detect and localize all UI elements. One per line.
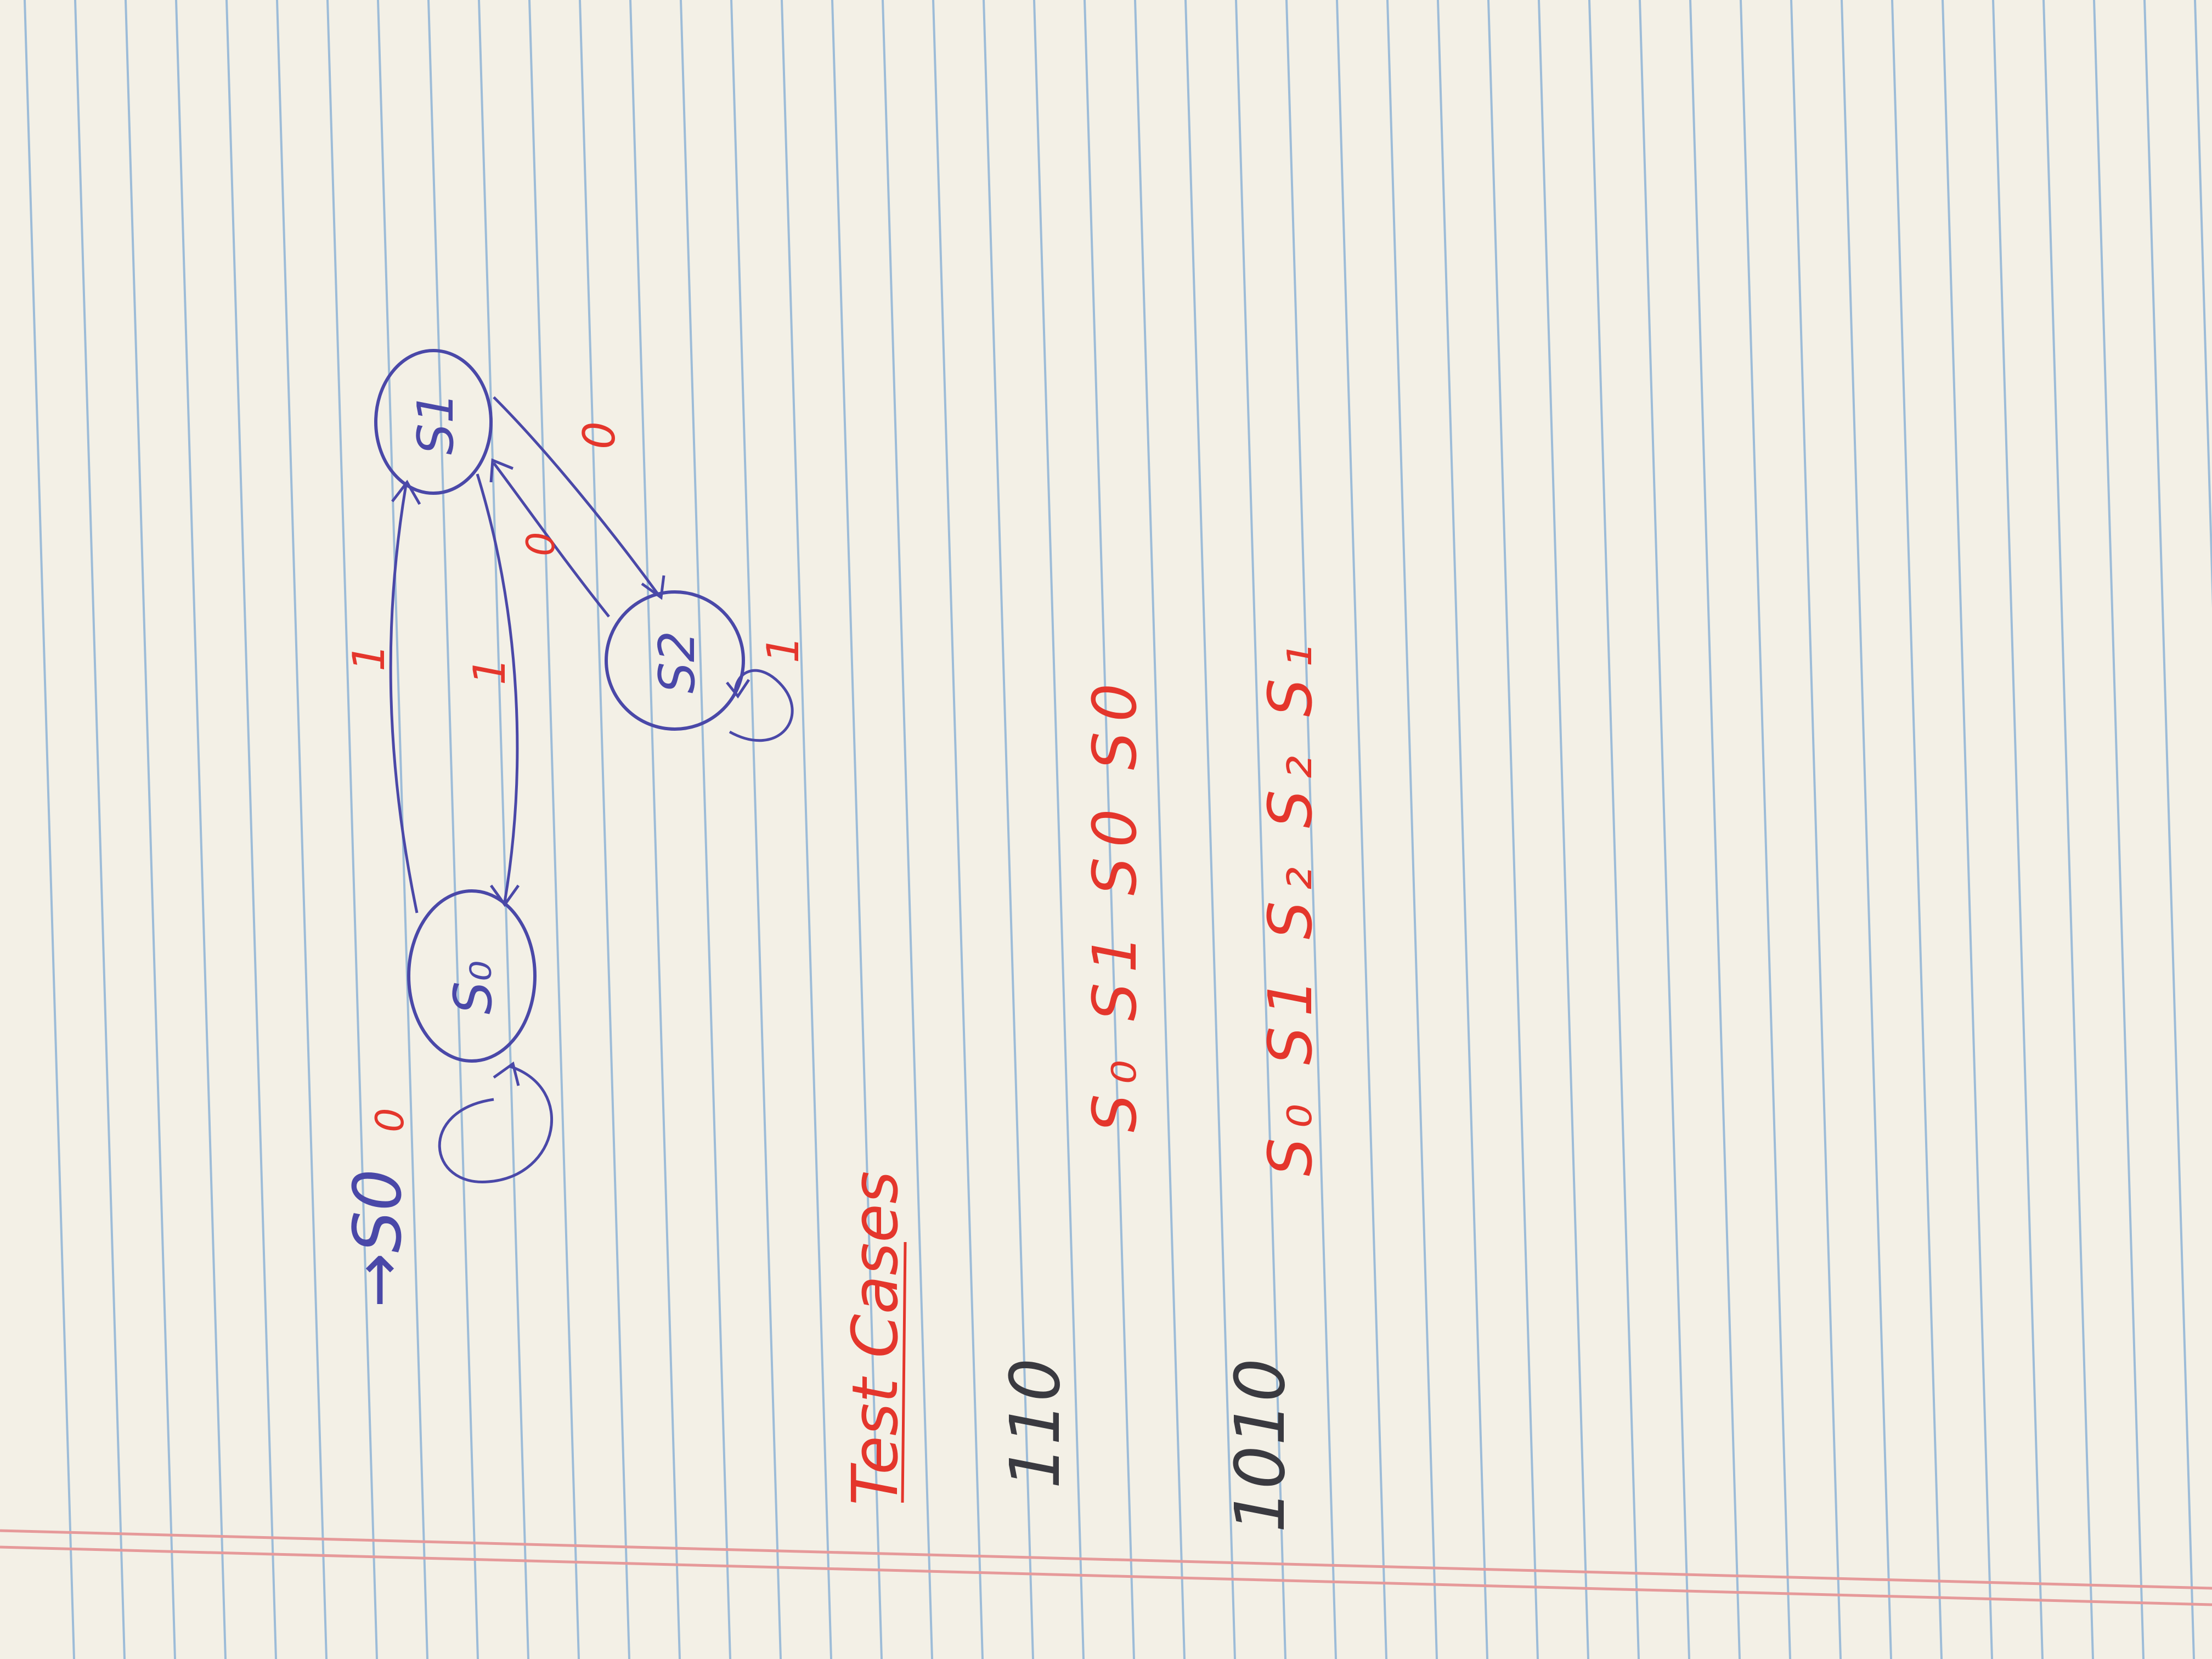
arrowhead-s2-s1	[489, 458, 514, 483]
test-case-1-trace: S₀ S1 S0 S0	[1080, 674, 1150, 1132]
ruled-line	[175, 0, 227, 1659]
ruled-line	[1639, 0, 1690, 1659]
ruled-line	[24, 0, 75, 1659]
ruled-line	[2093, 0, 2145, 1659]
test-case-2-trace: S₀ S1 S₂ S₂ S₁	[1255, 635, 1325, 1176]
state-s0-label: S₀	[443, 961, 504, 1014]
ruled-line	[478, 0, 529, 1659]
ruled-line	[1790, 0, 1842, 1659]
test-case-2-input: 1010	[1221, 1358, 1300, 1533]
state-s1-label: S1	[407, 392, 465, 455]
transition-s0-to-s1	[389, 484, 419, 913]
state-s2-label: S2	[648, 631, 706, 693]
transition-s2-self-loop	[729, 669, 794, 742]
label-s2-s1: 0	[518, 532, 563, 556]
test-case-1-input: 110	[996, 1358, 1075, 1489]
transition-s0-self-loop	[438, 1065, 554, 1183]
test-cases-heading: Test Cases	[839, 1171, 912, 1505]
ruled-line	[1184, 0, 1236, 1659]
ruled-line	[125, 0, 176, 1659]
ruled-line	[1285, 0, 1337, 1659]
ruled-line	[680, 0, 731, 1659]
ruled-line	[781, 0, 832, 1659]
ruled-line	[276, 0, 328, 1659]
transition-s1-to-s2	[493, 396, 660, 596]
ruled-line	[1033, 0, 1085, 1659]
ruled-line	[1437, 0, 1488, 1659]
ruled-line	[1942, 0, 1993, 1659]
label-s0-self: 0	[368, 1108, 413, 1132]
label-s1-s0: 1	[464, 657, 515, 685]
arrowhead-s0-self	[493, 1061, 520, 1086]
arrowhead-s1-s2	[641, 575, 665, 600]
transition-s1-to-s0	[476, 473, 519, 902]
ruled-line	[831, 0, 883, 1659]
margin-line	[0, 1529, 2212, 1590]
arrowhead-s0-s1	[391, 479, 421, 505]
state-s1: S1	[374, 349, 493, 495]
ruled-line	[2143, 0, 2195, 1659]
state-s2: S2	[605, 590, 745, 731]
state-s2-circle	[605, 590, 745, 731]
ruled-line	[932, 0, 984, 1659]
ruled-line	[427, 0, 479, 1659]
ruled-line	[882, 0, 933, 1659]
state-s1-circle	[374, 349, 493, 495]
ruled-line	[983, 0, 1034, 1659]
ruled-line	[1487, 0, 1539, 1659]
ruled-line	[1588, 0, 1640, 1659]
start-state-marker: →S0	[340, 1169, 416, 1308]
arrowhead-s2-self	[726, 679, 751, 699]
ruled-line	[1740, 0, 1791, 1659]
arrowhead-s1-s0	[489, 884, 520, 907]
ruled-line	[1841, 0, 1892, 1659]
label-s1-s2: 0	[574, 421, 625, 449]
ruled-line	[1689, 0, 1741, 1659]
transition-s2-to-s1	[492, 462, 610, 618]
ruled-line	[2194, 0, 2212, 608]
ruled-line	[579, 0, 630, 1659]
ruled-line	[730, 0, 782, 1659]
state-s0: S₀	[407, 889, 537, 1063]
ruled-line	[528, 0, 580, 1659]
label-s2-self: 1	[758, 635, 809, 663]
ruled-line	[2042, 0, 2094, 1659]
ruled-line	[1891, 0, 1943, 1659]
ruled-line	[1336, 0, 1387, 1659]
ruled-line	[1538, 0, 1589, 1659]
heading-underline	[901, 1242, 907, 1503]
ruled-line	[74, 0, 126, 1659]
ruled-line	[629, 0, 681, 1659]
ruled-line	[1235, 0, 1286, 1659]
ruled-line	[1992, 0, 2044, 1659]
ruled-line	[326, 0, 378, 1659]
ruled-line	[1084, 0, 1135, 1659]
ruled-line	[1386, 0, 1438, 1659]
ruled-line	[225, 0, 277, 1659]
ruled-line	[1134, 0, 1186, 1659]
label-s0-s1: 1	[343, 644, 394, 672]
margin-line	[0, 1545, 2212, 1606]
state-s0-circle	[407, 889, 537, 1063]
